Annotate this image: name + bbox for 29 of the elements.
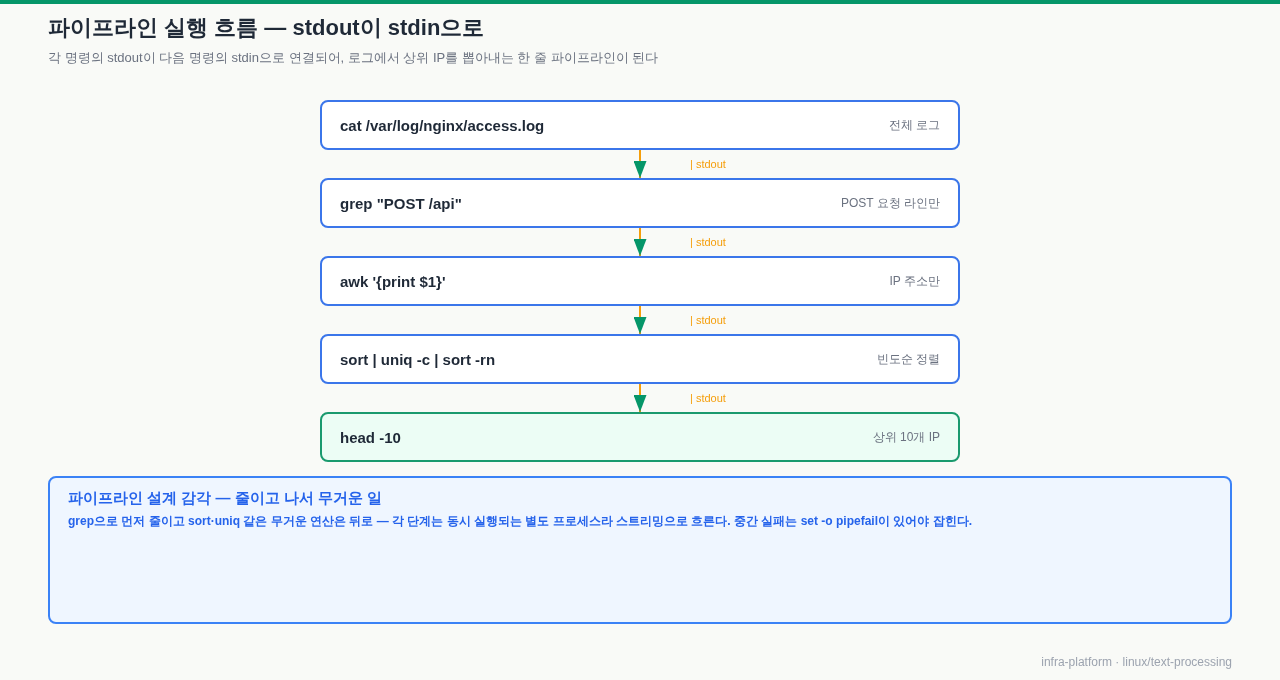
command-box bbox=[320, 100, 960, 150]
command-box bbox=[320, 334, 960, 384]
step-note: 빈도순 정렬 bbox=[876, 351, 940, 367]
title: 파이프라인 실행 흐름 — stdout이 stdin으로 bbox=[48, 14, 485, 42]
footer-text: infra-platform · linux/text-processing bbox=[1041, 654, 1232, 670]
step-note: 전체 로그 bbox=[888, 117, 940, 133]
edge-label: | stdout bbox=[689, 157, 727, 171]
command-text: head -10 bbox=[340, 427, 401, 447]
arrow bbox=[633, 383, 647, 413]
note-text: grep으로 먼저 줄이고 sort·uniq 같은 무거운 연산은 뒤로 — 각 단계는 동시 실행되는 별도 프로세스라 스트리밍으로 흐른다. 중간 실패는 set -o pipefail이 있어야 잡힌다. bbox=[68, 513, 974, 529]
command-text: cat /var/log/nginx/access.log bbox=[340, 115, 545, 135]
command-text: awk '{print $1}' bbox=[340, 271, 446, 291]
step-note: POST 요청 라인만 bbox=[840, 195, 940, 211]
arrow bbox=[633, 227, 647, 257]
command-box bbox=[320, 256, 960, 306]
command-text: grep "POST /api" bbox=[340, 193, 462, 213]
result-box bbox=[320, 412, 960, 462]
edge-label: | stdout bbox=[689, 235, 727, 249]
note-heading: 파이프라인 설계 감각 — 줄이고 나서 무거운 일 bbox=[68, 488, 384, 508]
note-box bbox=[48, 476, 1232, 624]
command-box bbox=[320, 178, 960, 228]
subtitle: 각 명령의 stdout이 다음 명령의 stdin으로 연결되어, 로그에서 상위 IP를 뽑아내는 한 줄 파이프라인이 된다 bbox=[48, 49, 659, 66]
step-note: IP 주소만 bbox=[889, 273, 940, 289]
arrow bbox=[633, 149, 647, 179]
command-text: sort | uniq -c | sort -rn bbox=[340, 349, 496, 369]
arrow bbox=[633, 305, 647, 335]
edge-label: | stdout bbox=[689, 391, 727, 405]
step-note: 상위 10개 IP bbox=[872, 429, 940, 445]
edge-label: | stdout bbox=[689, 313, 727, 327]
